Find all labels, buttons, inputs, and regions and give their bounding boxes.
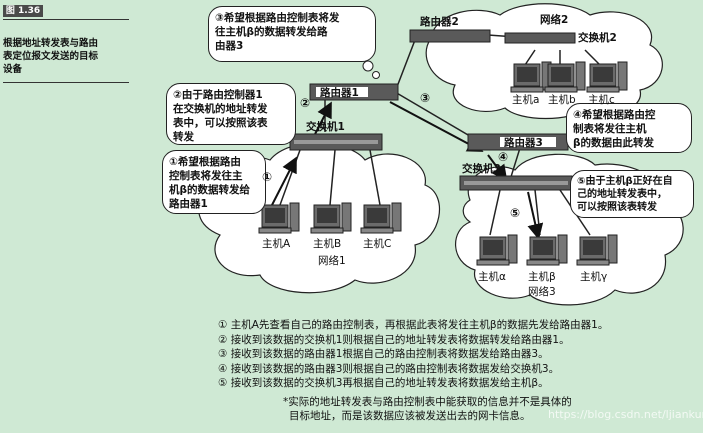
watermark: https://blog.csdn.net/ljiankunking: [548, 408, 703, 421]
router-2-label: 路由器2: [420, 16, 459, 28]
legend-item: ① 主机A先查看自己的路由控制表，再根据此表将发往主机β的数据先发给路由器1。: [218, 319, 609, 331]
note-step-1: ①希望根据路由控制表将发往主机β的数据转发给路由器1: [162, 150, 266, 214]
host-beta-computer: [526, 234, 568, 266]
marker-3: ③: [420, 91, 431, 105]
host-c-label: 主机C: [363, 238, 392, 250]
note-step-5: ⑤由于主机β正好在自己的地址转发表中，可以按照该表转发: [570, 170, 694, 218]
router-3-label: 路由器3: [504, 137, 543, 149]
legend-item: ④ 接收到该数据的路由器3则根据自己的路由控制表将数据发给交换机3。: [218, 362, 560, 375]
figure-tag: 图 1.36: [3, 5, 43, 17]
marker-4: ④: [498, 150, 509, 164]
host-c-small-computer: [586, 61, 628, 93]
legend-item: ⑤ 接收到该数据的交换机3再根据自己的地址转发表将数据发给主机β。: [218, 377, 549, 389]
host-gamma-computer: [576, 234, 618, 266]
host-a-label: 主机A: [262, 238, 291, 250]
router-2: [409, 29, 491, 43]
host-alpha-computer: [476, 234, 518, 266]
host-a-computer: [258, 202, 300, 234]
legend-item: ② 接收到该数据的交换机1则根据自己的地址转发表将数据转发给路由器1。: [218, 333, 570, 346]
switch-3-label: 交换机3: [462, 163, 501, 175]
network-1-label: 网络1: [318, 255, 346, 267]
host-b-small-label: 主机b: [548, 94, 576, 106]
router-1: [309, 83, 399, 101]
switch-1: [289, 133, 383, 151]
host-gamma-label: 主机γ: [580, 271, 608, 283]
footnote: *实际的地址转发表与路由控制表中能获取的信息并不是具体的 目标地址，而是该数据应…: [283, 396, 572, 422]
router-1-label: 路由器1: [320, 87, 359, 99]
network-2-label: 网络2: [540, 14, 569, 26]
note-step-3: ③希望根据路由控制表将发往主机β的数据转发给路由器3: [208, 6, 376, 62]
figure-caption: 根据地址转发表与路由 表定位报文发送的目标 设备: [3, 38, 99, 75]
network-3-label: 网络3: [528, 286, 556, 298]
step-legend: ① 主机A先查看自己的路由控制表，再根据此表将发往主机β的数据先发给路由器1。 …: [218, 318, 698, 391]
host-b-label: 主机B: [313, 238, 342, 250]
host-c-computer: [360, 202, 402, 234]
host-c-small-label: 主机c: [588, 94, 615, 106]
host-alpha-label: 主机α: [478, 271, 506, 283]
host-b-small-computer: [544, 61, 586, 93]
switch-3: [459, 175, 573, 191]
host-a-small-label: 主机a: [512, 94, 540, 106]
legend-item: ③ 接收到该数据的路由器1根据自己的路由控制表将数据发给路由器3。: [218, 348, 549, 360]
switch-2: [504, 32, 576, 44]
marker-2: ②: [300, 96, 311, 110]
marker-5: ⑤: [510, 206, 521, 220]
marker-1: ①: [262, 170, 273, 184]
switch-1-label: 交换机1: [306, 121, 345, 133]
switch-2-label: 交换机2: [578, 32, 617, 44]
host-b-computer: [310, 202, 352, 234]
host-beta-label: 主机β: [528, 271, 556, 283]
